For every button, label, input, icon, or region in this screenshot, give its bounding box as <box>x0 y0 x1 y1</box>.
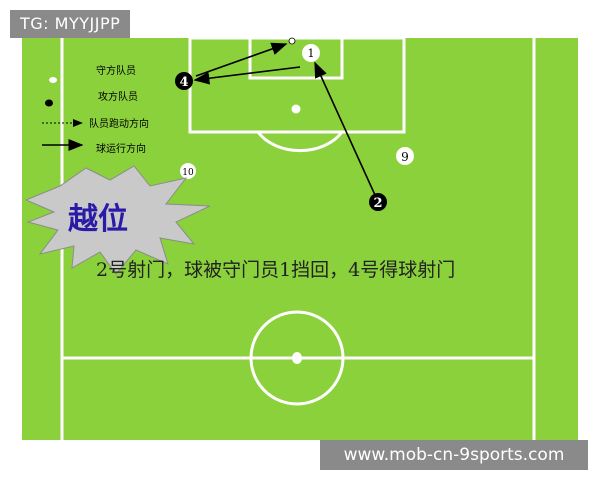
bottom-watermark: www.mob-cn-9sports.com <box>320 440 588 470</box>
goal-area <box>248 36 344 80</box>
rebound-path-to-4 <box>193 66 301 85</box>
defender-10-marker <box>180 163 196 179</box>
top-watermark: TG: MYYJJPP <box>10 10 131 38</box>
attacker-legend-icon <box>45 99 53 107</box>
legend-run-label: 队员跑动方向 <box>89 117 149 130</box>
offside-burst-shape <box>24 165 211 275</box>
goalkeeper-number: 1 <box>308 47 315 60</box>
attacker-4-marker <box>175 72 193 90</box>
shot-path-4-to-goal <box>195 42 288 77</box>
penalty-area <box>188 36 406 134</box>
penalty-arc <box>256 131 344 153</box>
shot-path-2-to-goalkeeper <box>314 61 376 196</box>
legend-defender-label: 守方队员 <box>96 64 136 77</box>
center-circle <box>249 310 345 406</box>
defender-legend-icon <box>49 77 57 83</box>
defender-9-number: 9 <box>401 150 409 164</box>
goalkeeper-marker <box>302 44 320 62</box>
diagram-caption: 2号射门，球被守门员1挡回，4号得球射门 <box>96 259 455 281</box>
legend-attacker-label: 攻方队员 <box>98 90 138 103</box>
ball-paths <box>193 42 376 196</box>
legend-ball-label: 球运行方向 <box>96 142 146 155</box>
attacker-4-number: 4 <box>179 75 188 90</box>
defender-9-marker <box>396 147 414 165</box>
penalty-spot <box>291 104 301 114</box>
attacker-2-number: 2 <box>373 196 382 211</box>
legend: 守方队员 攻方队员 队员跑动方向 球运行方向 <box>42 64 149 155</box>
attacker-2-marker <box>369 193 387 211</box>
defender-10-number: 10 <box>182 168 194 178</box>
ball-icon <box>288 37 296 45</box>
offside-burst-text: 越位 <box>68 202 128 237</box>
center-spot <box>292 352 302 364</box>
players: 1 4 2 9 10 <box>175 44 414 211</box>
